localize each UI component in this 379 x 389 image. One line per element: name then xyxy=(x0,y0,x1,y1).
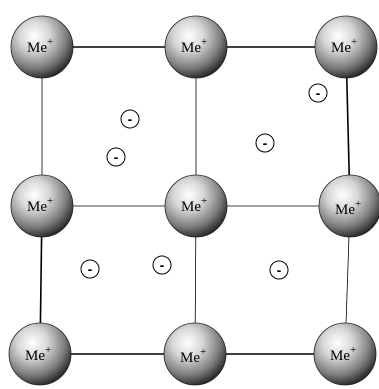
svg-text:Me+: Me+ xyxy=(181,195,207,215)
svg-text:-: - xyxy=(263,135,268,151)
svg-text:Me+: Me+ xyxy=(180,346,206,366)
metal-ion: Me+ xyxy=(318,174,379,238)
svg-text:Me+: Me+ xyxy=(330,344,356,364)
electron: - xyxy=(106,147,126,167)
electron: - xyxy=(308,83,328,103)
electron: - xyxy=(152,255,172,275)
svg-text:Me+: Me+ xyxy=(27,195,53,215)
svg-text:-: - xyxy=(114,149,119,165)
svg-text:-: - xyxy=(128,111,133,127)
svg-text:-: - xyxy=(277,262,282,278)
free-electrons: - - - - - - - xyxy=(80,83,328,280)
svg-text:-: - xyxy=(88,261,93,277)
svg-text:Me+: Me+ xyxy=(27,36,53,56)
electron: - xyxy=(120,109,140,129)
metal-ion: Me+ xyxy=(163,322,227,386)
electron: - xyxy=(269,260,289,280)
metal-ion: Me+ xyxy=(313,322,377,386)
metal-ion: Me+ xyxy=(8,322,72,386)
electron: - xyxy=(80,259,100,279)
svg-text:-: - xyxy=(316,85,321,101)
electron: - xyxy=(255,133,275,153)
metal-ion: Me+ xyxy=(10,15,74,79)
svg-text:Me+: Me+ xyxy=(331,36,357,56)
metal-ion: Me+ xyxy=(164,15,228,79)
metal-ions: Me+ Me+ Me+ Me+ Me+ Me+ Me+ Me+ xyxy=(8,15,379,386)
metal-ion: Me+ xyxy=(314,15,378,79)
svg-text:Me+: Me+ xyxy=(181,36,207,56)
svg-text:Me+: Me+ xyxy=(335,198,361,218)
metal-ion: Me+ xyxy=(164,174,228,238)
metal-ion: Me+ xyxy=(10,174,74,238)
svg-text:Me+: Me+ xyxy=(25,344,51,364)
svg-text:-: - xyxy=(160,257,165,273)
